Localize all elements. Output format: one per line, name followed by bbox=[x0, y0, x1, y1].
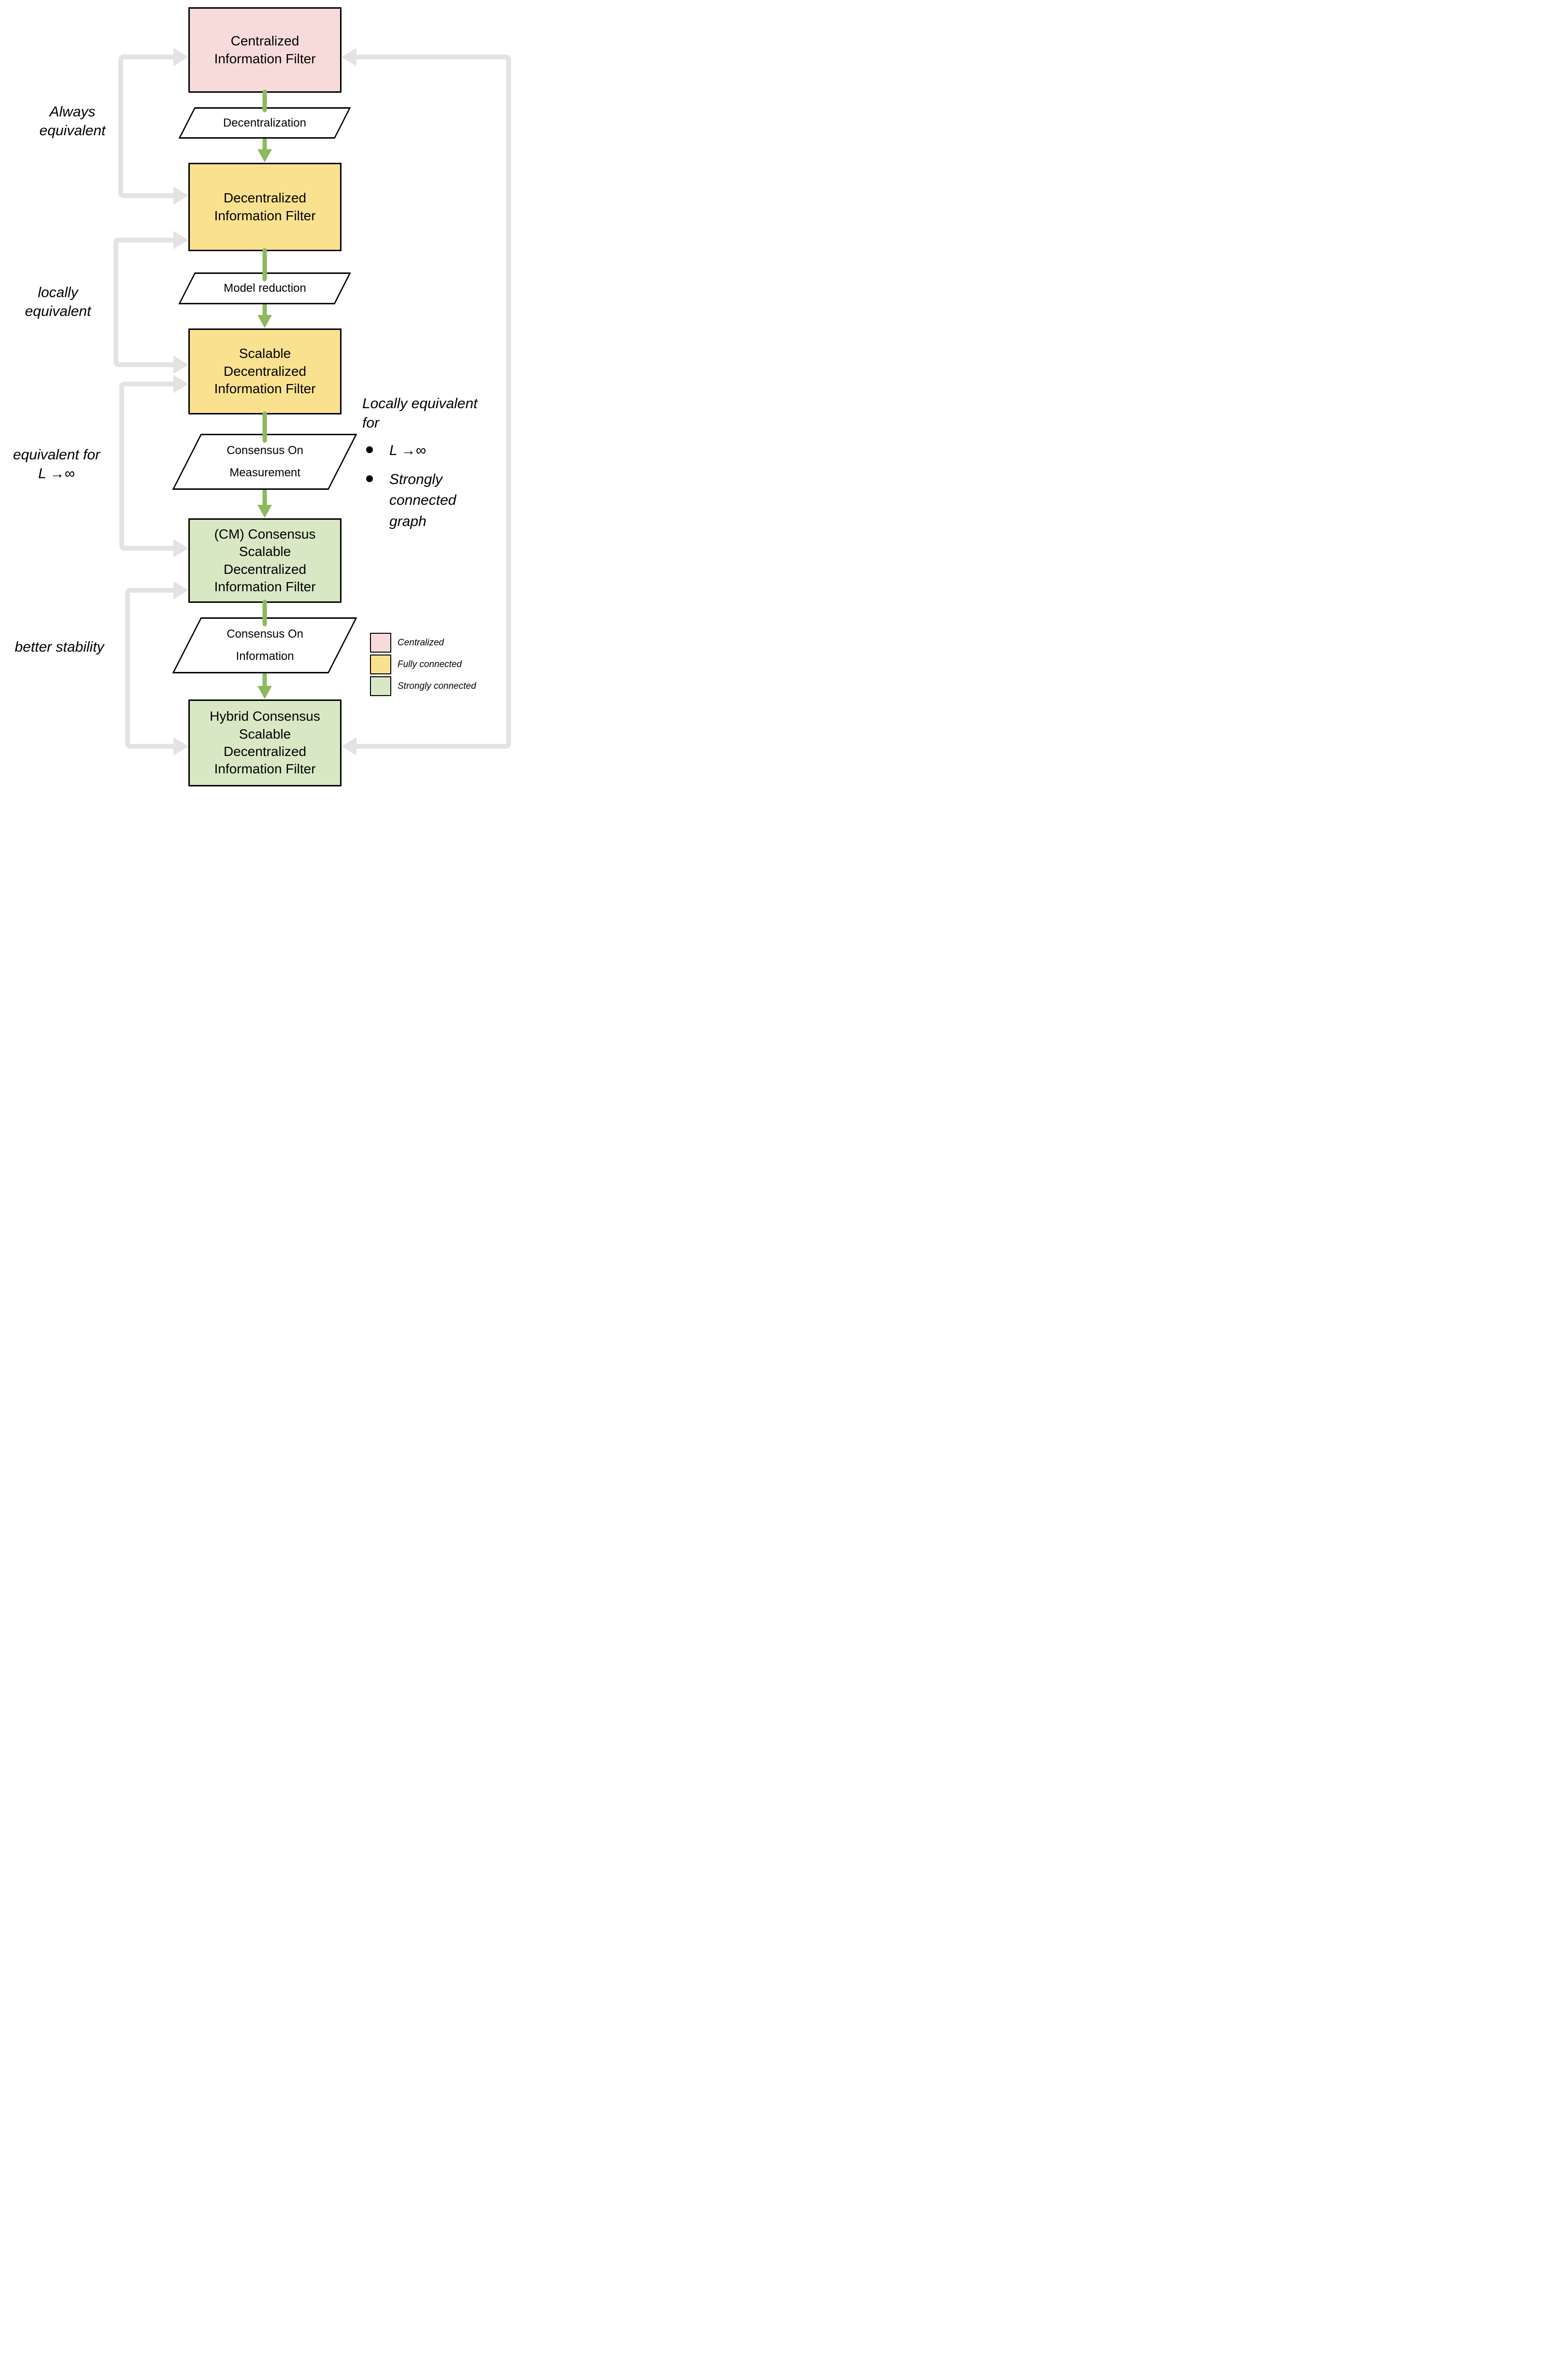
arrow-down-icon bbox=[257, 686, 272, 699]
connector-layer bbox=[114, 48, 511, 755]
flow-diagram: Centralized Information Filter Decentral… bbox=[0, 0, 522, 793]
flow-node-centralized: Centralized Information Filter bbox=[188, 7, 341, 93]
legend-swatch-icon bbox=[370, 633, 391, 653]
arrow-left-icon bbox=[341, 48, 356, 66]
legend-item-fully-connected: Fully connected bbox=[370, 655, 476, 674]
legend-label: Strongly connected bbox=[398, 681, 476, 691]
legend-swatch-icon bbox=[370, 676, 391, 696]
flow-node-label: Scalable Decentralized Information Filte… bbox=[214, 346, 316, 397]
green-flow-arrows bbox=[257, 137, 272, 699]
legend-swatch-icon bbox=[370, 655, 391, 674]
arrow-down-icon bbox=[257, 149, 272, 162]
bullet-icon bbox=[366, 446, 373, 454]
flow-node-hybrid-consensus: Hybrid Consensus Scalable Decentralized … bbox=[188, 699, 341, 786]
flow-node-label: (CM) Consensus Scalable Decentralized In… bbox=[214, 526, 316, 594]
annotation-locally-equivalent-for: Locally equivalent for L →∞ Strongly con… bbox=[362, 394, 510, 532]
connector-line bbox=[356, 55, 511, 749]
legend-item-strongly-connected: Strongly connected bbox=[370, 676, 476, 696]
flow-arrow-stub-layer bbox=[262, 89, 267, 627]
arrow-right-icon bbox=[173, 539, 188, 557]
flow-node-decentralized: Decentralized Information Filter bbox=[188, 163, 341, 251]
flow-node-cm-consensus: (CM) Consensus Scalable Decentralized In… bbox=[188, 518, 341, 603]
connector-line bbox=[114, 238, 174, 367]
arrow-right-icon bbox=[173, 356, 188, 374]
elbow-connector-centralized-decentralized bbox=[118, 48, 188, 205]
arrow-down-icon bbox=[257, 505, 272, 518]
elbow-connector-decentralized-scalable bbox=[114, 231, 188, 374]
note-bullet-text: L →∞ bbox=[389, 442, 426, 459]
annotation-locally-equivalent: locally equivalent bbox=[25, 285, 91, 319]
arrow-left-icon bbox=[341, 737, 356, 755]
elbow-connector-scalable-cm bbox=[119, 375, 188, 557]
bullet-icon bbox=[366, 475, 373, 482]
arrow-right-icon bbox=[173, 737, 188, 755]
connector-line bbox=[118, 55, 174, 198]
arrow-right-icon bbox=[173, 186, 188, 205]
legend-label: Centralized bbox=[398, 637, 444, 648]
legend: Centralized Fully connected Strongly con… bbox=[370, 633, 476, 698]
note-bullet-item: L →∞ bbox=[362, 440, 510, 461]
legend-item-centralized: Centralized bbox=[370, 633, 476, 653]
arrow-right-icon bbox=[173, 375, 188, 393]
arrow-down-icon bbox=[257, 315, 272, 328]
note-bullet-item: Strongly connected graph bbox=[362, 469, 510, 532]
flow-node-label: Hybrid Consensus Scalable Decentralized … bbox=[210, 709, 320, 777]
note-intro: Locally equivalent for bbox=[362, 396, 478, 431]
annotation-better-stability: better stability bbox=[14, 639, 104, 655]
annotation-equivalent-for-l: equivalent for L →∞ bbox=[13, 447, 100, 482]
annotation-always-equivalent: Always equivalent bbox=[39, 104, 106, 139]
flow-node-label: Centralized Information Filter bbox=[214, 33, 316, 66]
elbow-connector-hybrid-centralized bbox=[341, 48, 511, 755]
connector-line bbox=[119, 382, 174, 551]
flow-node-label: Decentralized Information Filter bbox=[214, 190, 316, 223]
connector-line bbox=[125, 588, 174, 749]
elbow-connector-cm-hybrid bbox=[125, 581, 188, 755]
arrow-right-icon bbox=[173, 48, 188, 66]
note-bullet-text: Strongly connected graph bbox=[389, 471, 456, 529]
arrow-right-icon bbox=[173, 581, 188, 599]
arrow-right-icon bbox=[173, 231, 188, 249]
flow-node-scalable: Scalable Decentralized Information Filte… bbox=[188, 328, 341, 414]
legend-label: Fully connected bbox=[398, 659, 462, 670]
